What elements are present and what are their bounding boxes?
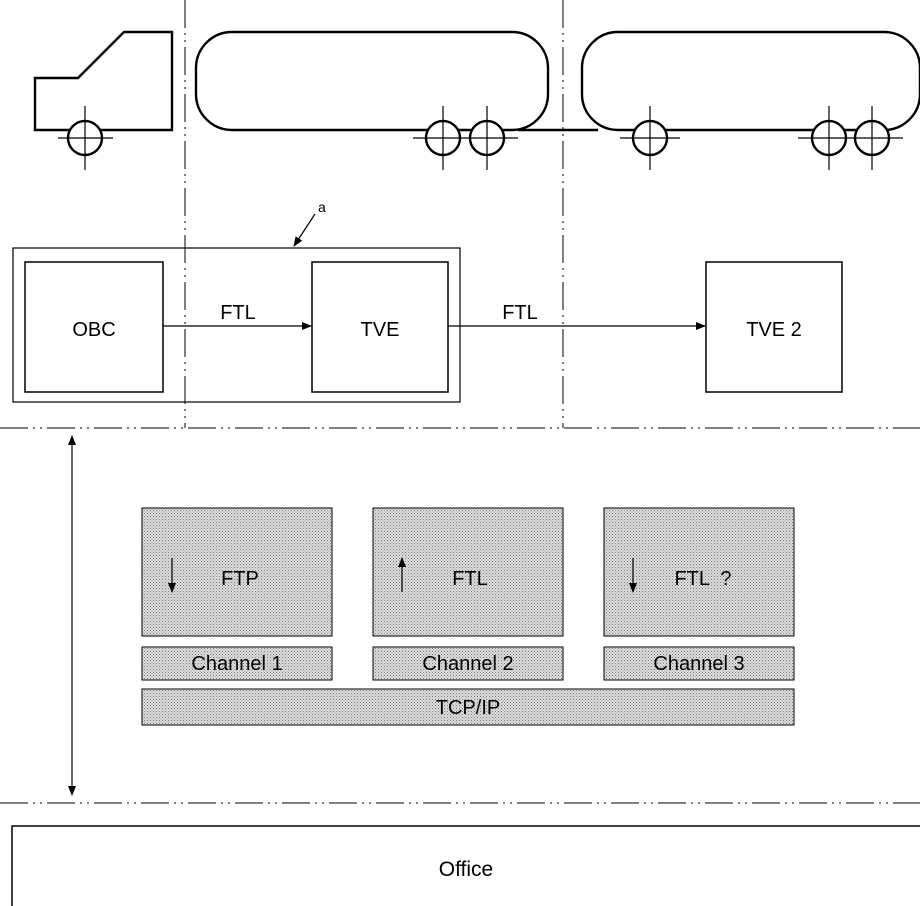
truck-cab-icon — [33, 30, 174, 170]
obc-label: OBC — [72, 319, 115, 341]
tve2-label: TVE 2 — [746, 319, 802, 341]
channel-label: Channel 2 — [422, 653, 513, 675]
protocol-box-ftl: FTL — [372, 507, 564, 637]
protocol-label: FTL — [452, 568, 488, 590]
tve-to-tve2-label: FTL — [502, 302, 538, 324]
callout-label: a — [318, 199, 326, 215]
channel-3: Channel 3 — [603, 646, 795, 681]
protocol-label: FTL ? — [674, 568, 731, 590]
office-box: Office — [11, 825, 920, 906]
tcp-ip-label: TCP/IP — [436, 697, 500, 719]
tve-label: TVE — [361, 319, 400, 341]
tank-trailer-2-icon — [580, 30, 920, 170]
protocol-box-ftp: FTP — [141, 507, 333, 637]
obc-to-tve-link: FTL — [163, 302, 312, 330]
callout-a: a — [293, 199, 326, 247]
channel-label: Channel 3 — [653, 653, 744, 675]
tcp-ip-bar: TCP/IP — [141, 688, 795, 726]
protocol-label: FTP — [221, 568, 259, 590]
channel-2: Channel 2 — [372, 646, 564, 681]
tank-trailer-1-icon — [194, 30, 598, 170]
tve-box: TVE — [311, 261, 449, 393]
tve2-box: TVE 2 — [705, 261, 843, 393]
channel-1: Channel 1 — [141, 646, 333, 681]
office-label: Office — [439, 858, 493, 881]
obc-box: OBC — [24, 261, 164, 393]
onboard-group-box — [12, 247, 461, 403]
obc-to-tve-label: FTL — [220, 302, 256, 324]
tve-to-tve2-link: FTL — [448, 302, 706, 330]
protocol-box-ftl-uncertain: FTL ? — [603, 507, 795, 637]
channel-label: Channel 1 — [191, 653, 282, 675]
